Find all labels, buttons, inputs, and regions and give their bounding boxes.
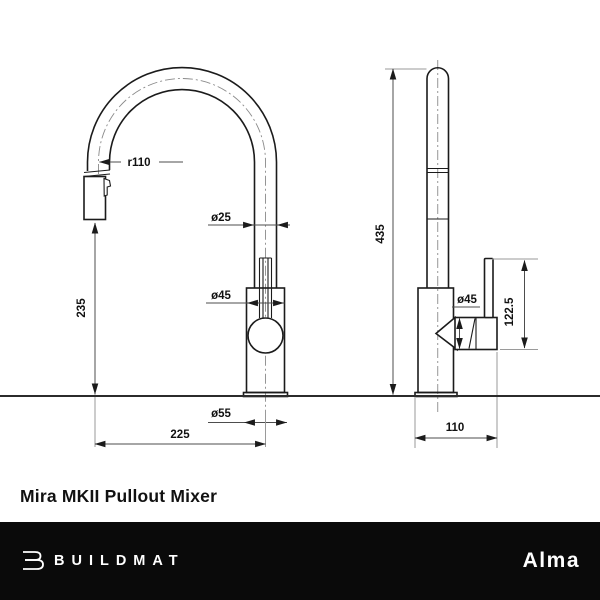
handle-lever <box>483 257 494 319</box>
overall-height-label: 435 <box>375 224 387 244</box>
spout-pipe-diameter-label: ø25 <box>211 212 231 224</box>
spout-column-side <box>426 67 450 288</box>
spray-head-trigger <box>103 177 112 197</box>
handle-height-label: 122.5 <box>504 297 516 326</box>
dim-outlet-height: 235 <box>76 222 99 447</box>
side-view <box>414 60 498 412</box>
spray-head <box>83 175 107 221</box>
buildmat-logo-icon <box>23 551 44 570</box>
spout-radius-label: r110 <box>127 157 150 169</box>
label-bg <box>121 154 159 169</box>
faucet-spec-drawing: r110 ø25 ø45 ø55 235 225 <box>0 60 600 448</box>
dim-body-diameter-front: ø45 <box>206 290 285 307</box>
dim-overall-height: 435 <box>375 68 427 396</box>
dim-spout-reach: 225 <box>94 410 267 448</box>
dim-base-depth: 110 <box>414 352 498 448</box>
dim-spout-radius: r110 <box>98 154 183 169</box>
cartridge-diameter-label: ø45 <box>457 294 477 306</box>
series-name: Alma <box>522 549 580 572</box>
handle-base-lines <box>468 317 477 350</box>
front-centerline <box>98 78 266 412</box>
handle-cone <box>434 315 458 352</box>
product-title: Mira MKII Pullout Mixer <box>20 486 218 506</box>
footer-bar: BUILDMAT Alma <box>0 522 600 600</box>
brand-name: BUILDMAT <box>54 553 185 569</box>
dim-spout-pipe-diameter: ø25 <box>208 212 290 229</box>
spout-reach-label: 225 <box>170 429 190 441</box>
base-diameter-label: ø55 <box>211 408 231 420</box>
dim-cartridge-diameter: ø45 <box>452 294 480 350</box>
base-depth-label: 110 <box>446 422 465 434</box>
front-view <box>83 66 289 412</box>
outlet-height-label: 235 <box>76 298 88 318</box>
gooseneck-spout <box>86 66 278 288</box>
brand-lockup: BUILDMAT <box>20 549 185 573</box>
body-diameter-label: ø45 <box>211 290 231 302</box>
dim-base-diameter: ø55 <box>208 408 288 426</box>
column-joint-lines <box>427 167 449 220</box>
dim-handle-height: 122.5 <box>492 258 538 350</box>
technical-drawing: r110 ø25 ø45 ø55 235 225 <box>0 60 600 448</box>
body-ring-detail <box>247 317 284 354</box>
